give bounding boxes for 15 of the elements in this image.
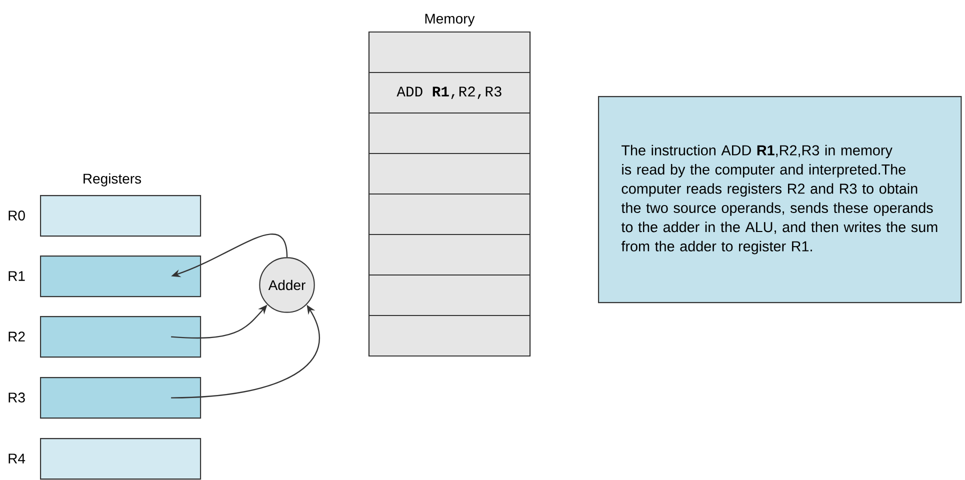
memory-cell: ADD R1,R2,R3	[368, 72, 531, 114]
memory-heading: Memory	[425, 14, 475, 26]
register-label: R4	[8, 454, 26, 464]
memory-cell	[368, 193, 531, 236]
note-box: The instruction ADD R1,R2,R3 in memory is read by the computer and interpreted.The computer reads registers R2 and R3 to obtain the two source operands, sends these operands to the adder in the ALU, and then writes the sum from the adder to register R1.	[598, 96, 962, 304]
register-label: R0	[8, 210, 25, 220]
register-label: R2	[8, 332, 25, 342]
memory-cell	[368, 152, 531, 195]
memory-cell	[368, 112, 531, 154]
memory-cell	[368, 31, 531, 74]
memory-cell	[368, 234, 531, 276]
memory-cell	[368, 274, 531, 316]
register-label: R1	[8, 271, 25, 281]
memory-cell	[368, 314, 531, 357]
register-label: R3	[8, 392, 25, 402]
